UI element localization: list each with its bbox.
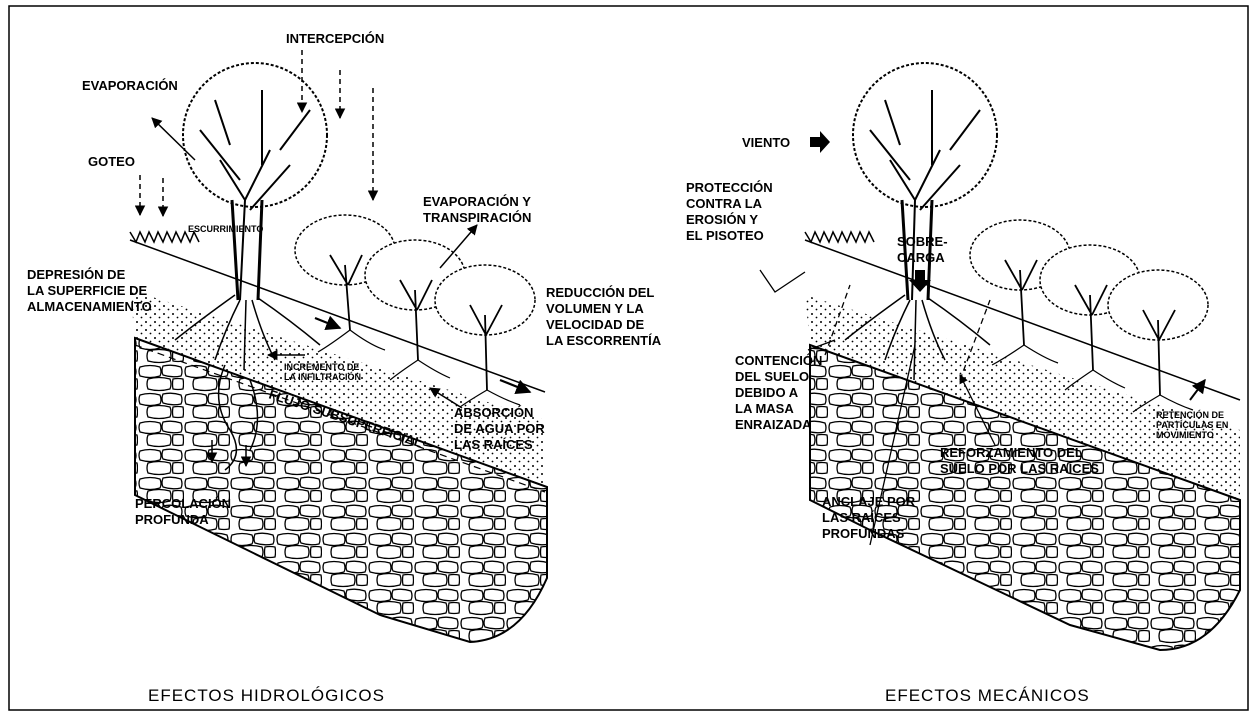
proteccion-line-4: EL PISOTEO	[686, 228, 764, 243]
contencion-line-2: DEL SUELO	[735, 369, 809, 384]
reduccion-line-3: VELOCIDAD DE	[546, 317, 645, 332]
sobrecarga-line-2: CARGA	[897, 250, 945, 265]
label-goteo: GOTEO	[88, 154, 135, 169]
absorcion-line-2: DE AGUA POR	[454, 421, 545, 436]
label-anclaje: ANCLAJE POR LAS RAÍCES PROFUNDAS	[822, 494, 919, 541]
label-evaporacion-transpiracion: EVAPORACIÓN Y TRANSPIRACIÓN	[423, 194, 534, 225]
label-incremento: INCREMENTO DE LA INFILTRACIÓN	[284, 362, 362, 382]
retencion-line-1: RETENCIÓN DE	[1156, 409, 1224, 420]
reduccion-line-4: LA ESCORRENTÍA	[546, 333, 662, 348]
absorcion-line-3: LAS RAÍCES	[454, 437, 533, 452]
label-sobrecarga: SOBRE- CARGA	[897, 234, 951, 265]
reduccion-line-1: REDUCCIÓN DEL	[546, 285, 654, 300]
sobrecarga-line-1: SOBRE-	[897, 234, 948, 249]
caption-right: EFECTOS MECÁNICOS	[885, 686, 1090, 705]
hydrological-panel: INTERCEPCIÓN EVAPORACIÓN GOTEO ESCURRIMI…	[27, 31, 662, 705]
anclaje-line-1: ANCLAJE POR	[822, 494, 916, 509]
incremento-line-2: LA INFILTRACIÓN	[284, 371, 361, 382]
percolacion-line-2: PROFUNDA	[135, 512, 209, 527]
depresion-line-3: ALMACENAMIENTO	[27, 299, 152, 314]
grass-edge-right	[805, 232, 874, 242]
retencion-line-2: PARTÍCULAS EN	[1156, 420, 1228, 430]
caption-left: EFECTOS HIDROLÓGICOS	[148, 686, 385, 705]
anclaje-line-2: LAS RAÍCES	[822, 510, 901, 525]
depresion-line-1: DEPRESIÓN DE	[27, 267, 126, 282]
proteccion-line-2: CONTRA LA	[686, 196, 763, 211]
label-reforzamiento: REFORZAMIENTO DEL SUELO POR LAS RAÍCES	[940, 445, 1099, 476]
label-reduccion: REDUCCIÓN DEL VOLUMEN Y LA VELOCIDAD DE …	[546, 285, 662, 348]
evap-transp-line-2: TRANSPIRACIÓN	[423, 210, 531, 225]
contencion-line-5: ENRAIZADA	[735, 417, 812, 432]
proteccion-line-3: EROSIÓN Y	[686, 212, 758, 227]
contencion-line-3: DEBIDO A	[735, 385, 799, 400]
contencion-line-1: CONTENCIÓN	[735, 353, 822, 368]
proteccion-line-1: PROTECCIÓN	[686, 180, 773, 195]
reforzamiento-line-2: SUELO POR LAS RAÍCES	[940, 461, 1099, 476]
percolacion-line-1: PERCOLACIÓN	[135, 496, 231, 511]
label-depresion: DEPRESIÓN DE LA SUPERFICIE DE ALMACENAMI…	[27, 267, 152, 314]
contencion-line-4: LA MASA	[735, 401, 794, 416]
anclaje-line-3: PROFUNDAS	[822, 526, 905, 541]
depresion-line-2: LA SUPERFICIE DE	[27, 283, 147, 298]
label-evaporacion: EVAPORACIÓN	[82, 78, 178, 93]
wind-arrow	[810, 131, 830, 153]
reduccion-line-2: VOLUMEN Y LA	[546, 301, 644, 316]
mechanical-panel: VIENTO PROTECCIÓN CONTRA LA EROSIÓN Y EL…	[686, 63, 1240, 705]
label-proteccion: PROTECCIÓN CONTRA LA EROSIÓN Y EL PISOTE…	[686, 180, 776, 243]
evap-transp-line-1: EVAPORACIÓN Y	[423, 194, 531, 209]
retencion-line-3: MOVIMIENTO	[1156, 430, 1214, 440]
label-intercepcion: INTERCEPCIÓN	[286, 31, 384, 46]
reforzamiento-line-1: REFORZAMIENTO DEL	[940, 445, 1083, 460]
absorcion-line-1: ABSORCIÓN	[454, 405, 533, 420]
incremento-line-1: INCREMENTO DE	[284, 362, 359, 372]
label-escurrimiento: ESCURRIMIENTO	[188, 224, 263, 234]
label-viento: VIENTO	[742, 135, 790, 150]
